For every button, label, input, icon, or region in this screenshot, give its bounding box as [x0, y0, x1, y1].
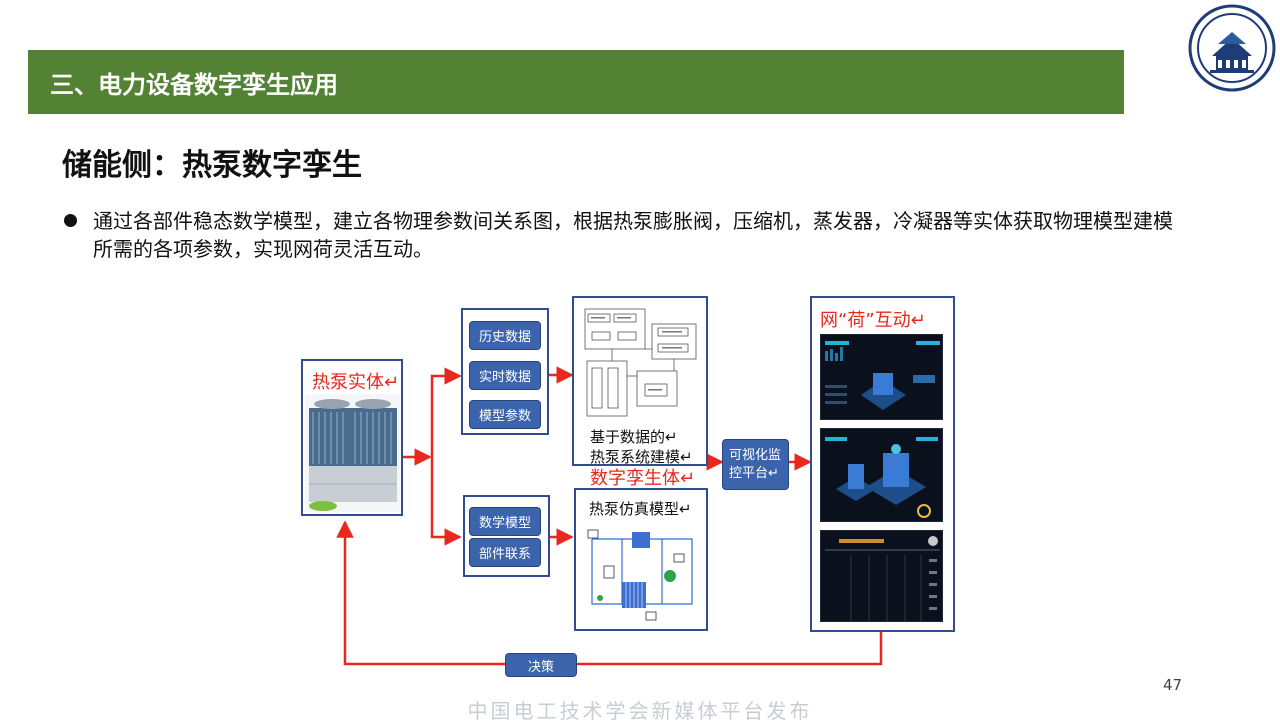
slide-subtitle: 储能侧：热泵数字孪生 [62, 148, 362, 183]
visualization-platform-box: 可视化监 控平台↵ [722, 439, 789, 490]
decision-box: 决策 [505, 653, 577, 677]
bullet-icon [64, 214, 77, 227]
platform-label-line-2: 控平台↵ [729, 465, 779, 481]
grid-load-interaction-label: 网“荷”互动↵ [820, 310, 926, 331]
publisher-watermark: 中国电工技术学会新媒体平台发布 [467, 699, 813, 723]
dashboard-screenshot-1 [820, 334, 943, 420]
section-banner [28, 50, 1124, 114]
modeling-schematic [582, 306, 700, 424]
history-data-box: 历史数据 [469, 321, 541, 350]
heat-pump-entity-label: 热泵实体↵ [312, 372, 400, 393]
digital-twin-label: 数字孪生体↵ [590, 468, 696, 489]
heat-pump-photo [305, 394, 400, 512]
math-model-box: 数学模型 [469, 507, 541, 536]
page-number: 47 [1163, 676, 1183, 694]
dashboard-screenshot-3 [820, 530, 943, 622]
simulation-model-caption: 热泵仿真模型↵ [589, 500, 692, 518]
bullet-text: 通过各部件稳态数学模型，建立各物理参数间关系图，根据热泵膨胀阀，压缩机，蒸发器，… [93, 209, 1173, 261]
dashboard-screenshot-2 [820, 428, 943, 522]
data-modeling-caption-2: 热泵系统建模↵ [590, 448, 693, 466]
model-parameters-box: 模型参数 [469, 400, 541, 429]
university-logo [1188, 4, 1276, 92]
simulation-schematic [587, 529, 693, 621]
realtime-data-box: 实时数据 [469, 361, 541, 390]
platform-label-line-1: 可视化监 [729, 447, 782, 463]
component-relations-box: 部件联系 [469, 538, 541, 567]
data-modeling-caption-1: 基于数据的↵ [590, 428, 678, 446]
section-title: 三、电力设备数字孪生应用 [50, 71, 338, 99]
